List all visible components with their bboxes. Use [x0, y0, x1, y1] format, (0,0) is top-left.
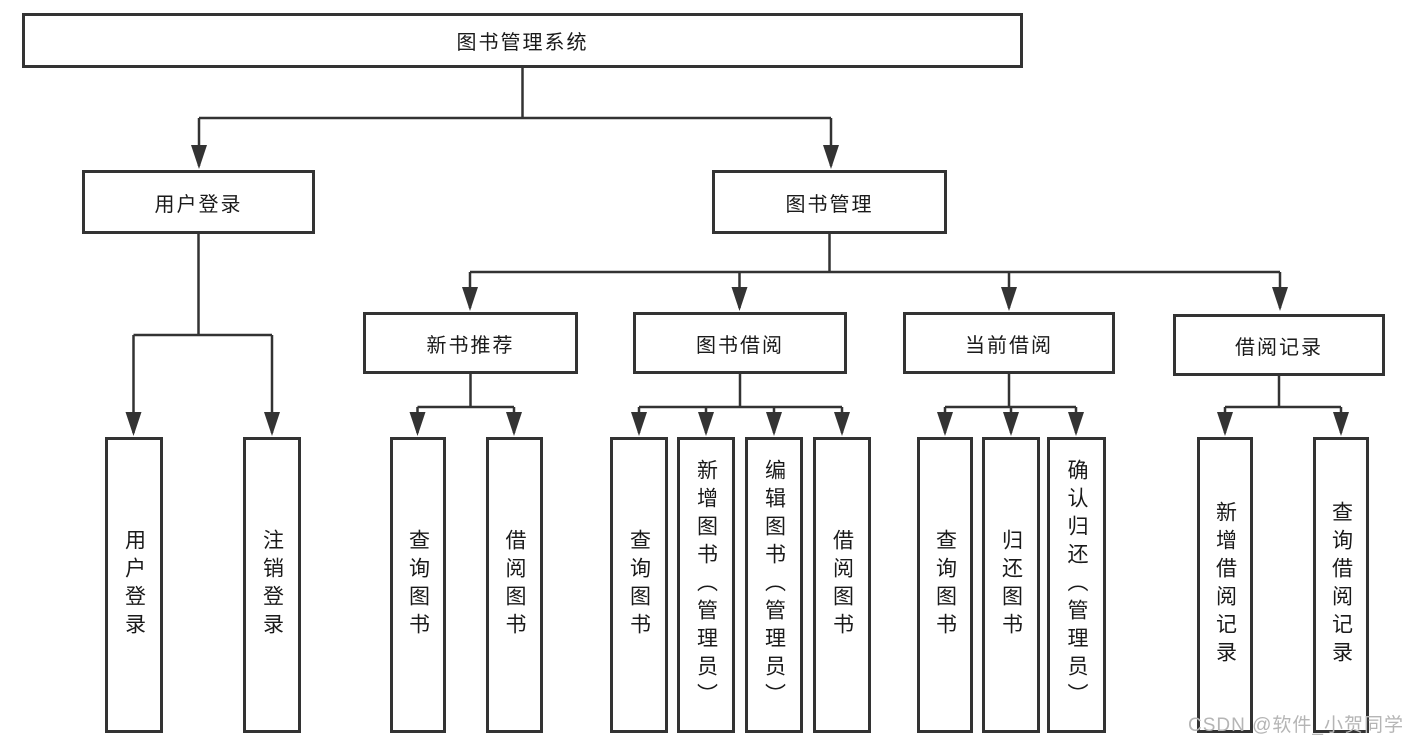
- leaf-return-books: 归还图书: [982, 437, 1040, 733]
- connector-book-mgmt-fork: [468, 234, 1282, 308]
- leaf-borrow-books-recommend: 借阅图书: [486, 437, 543, 733]
- leaf-confirm-return-admin: 确认归还（管理员）: [1047, 437, 1106, 733]
- node-user-login: 用户登录: [82, 170, 315, 234]
- leaf-user-login: 用户登录: [105, 437, 163, 733]
- node-book-borrow: 图书借阅: [633, 312, 847, 374]
- leaf-query-borrow-record: 查询借阅记录: [1313, 437, 1369, 733]
- leaf-borrow-books: 借阅图书: [813, 437, 871, 733]
- leaf-query-books-borrow: 查询图书: [610, 437, 668, 733]
- leaf-edit-books-admin: 编辑图书（管理员）: [745, 437, 803, 733]
- connector-borrow-record-fork: [1223, 376, 1343, 433]
- leaf-add-borrow-record: 新增借阅记录: [1197, 437, 1253, 733]
- connector-root-fork: [197, 68, 833, 166]
- connector-user-login-fork: [132, 233, 274, 433]
- leaf-query-books-recommend: 查询图书: [390, 437, 446, 733]
- node-borrow-record: 借阅记录: [1173, 314, 1385, 376]
- connector-new-book-fork: [416, 374, 516, 433]
- node-new-book-recommend: 新书推荐: [363, 312, 578, 374]
- leaf-add-books-admin: 新增图书（管理员）: [677, 437, 735, 733]
- leaf-logout: 注销登录: [243, 437, 301, 733]
- leaf-query-books-current: 查询图书: [917, 437, 973, 733]
- csdn-watermark: CSDN @软件_小贺同学: [1188, 715, 1404, 736]
- arrowheads: [125, 145, 1349, 436]
- node-current-borrow: 当前借阅: [903, 312, 1115, 374]
- node-library-management-system: 图书管理系统: [22, 13, 1023, 68]
- connector-book-borrow-fork: [637, 374, 844, 433]
- node-book-management: 图书管理: [712, 170, 947, 234]
